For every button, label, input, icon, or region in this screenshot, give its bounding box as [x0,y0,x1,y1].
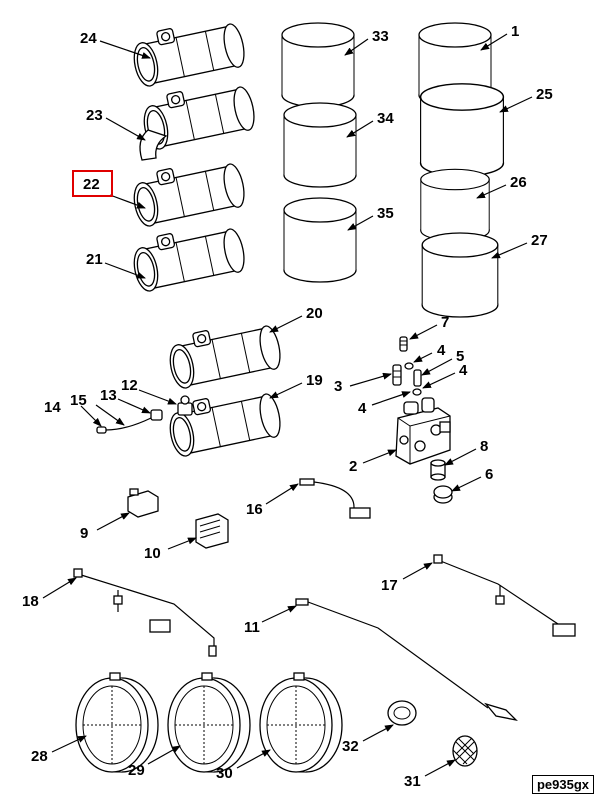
part-16-sensor-harness [299,478,371,519]
callout-6: 6 [485,466,493,483]
callout-32: 32 [342,738,359,755]
part-18-wiring-harness [73,568,217,657]
callout-13: 13 [100,387,117,404]
callout-10: 10 [144,545,161,562]
part-19-tube-assembly [164,383,285,459]
callout-21: 21 [86,251,103,268]
callout-31: 31 [404,773,421,790]
part-23-elbow-tube-assembly [138,76,259,161]
part-35-cover [283,197,357,283]
part-25-cover [419,83,505,177]
callout-25: 25 [536,86,553,103]
part-20-tube-assembly [164,315,285,391]
callout-22: 22 [83,176,100,193]
callout-9: 9 [80,525,88,542]
part-9-pressure-sensor [127,488,159,518]
callout-19: 19 [306,372,323,389]
callout-35: 35 [377,205,394,222]
callout-3: 3 [334,378,342,395]
callout-5: 5 [456,348,464,365]
part-22-tube-assembly [128,153,249,229]
part-28-housing [75,672,159,773]
callout-16: 16 [246,501,263,518]
part-31-screen [452,735,478,767]
callout-1: 1 [511,23,519,40]
callout-12: 12 [121,377,138,394]
callout-4-top: 4 [437,342,446,359]
part-26-cover [420,168,490,242]
figure-id-label: pe935gx [531,775,594,794]
callout-18: 18 [22,593,39,610]
callout-33: 33 [372,28,389,45]
part-10-control-module [195,513,229,549]
part-32-grommet [387,700,417,726]
part-27-cover [421,232,499,318]
part-33-cover [281,22,355,108]
callout-14: 14 [44,399,61,416]
part-11-sensor-harness [295,598,518,722]
callout-4-right: 4 [459,362,468,379]
callout-11: 11 [244,619,260,636]
callout-23: 23 [86,107,103,124]
callout-labels: 24 23 22 21 33 34 35 1 25 26 27 20 19 7 … [22,23,553,790]
part-8-cap [430,459,446,481]
part-34-cover [283,102,357,188]
part-7-fitting [399,336,408,352]
part-17-wiring-harness [433,554,576,637]
callout-17: 17 [381,577,398,594]
leader-lines [42,33,533,777]
callout-27: 27 [531,232,548,249]
part-21-tube-assembly [128,218,249,294]
part-24-tube-assembly [128,13,249,89]
part-14-sensor-tip [96,426,107,434]
part-2-valve-body [395,397,451,465]
callout-34: 34 [377,110,394,127]
part-4-seal [404,362,414,370]
part-6-cap [433,485,453,504]
part-15-wire [105,417,152,431]
part-5-valve [412,369,422,396]
callout-4-left: 4 [358,400,367,417]
callout-30: 30 [216,765,233,782]
part-30-housing [259,672,343,773]
callout-29: 29 [128,762,145,779]
part-13-connector [150,409,163,421]
callout-15: 15 [70,392,87,409]
part-12-sensor [177,395,193,416]
callout-7: 7 [441,314,449,331]
callout-26: 26 [510,174,527,191]
callout-28: 28 [31,748,48,765]
callout-2: 2 [349,458,357,475]
part-3-valve [392,364,402,386]
callout-24: 24 [80,30,97,47]
part-29-housing [167,672,251,773]
callout-20: 20 [306,305,323,322]
highlight-box-22 [72,170,113,197]
callout-8: 8 [480,438,488,455]
